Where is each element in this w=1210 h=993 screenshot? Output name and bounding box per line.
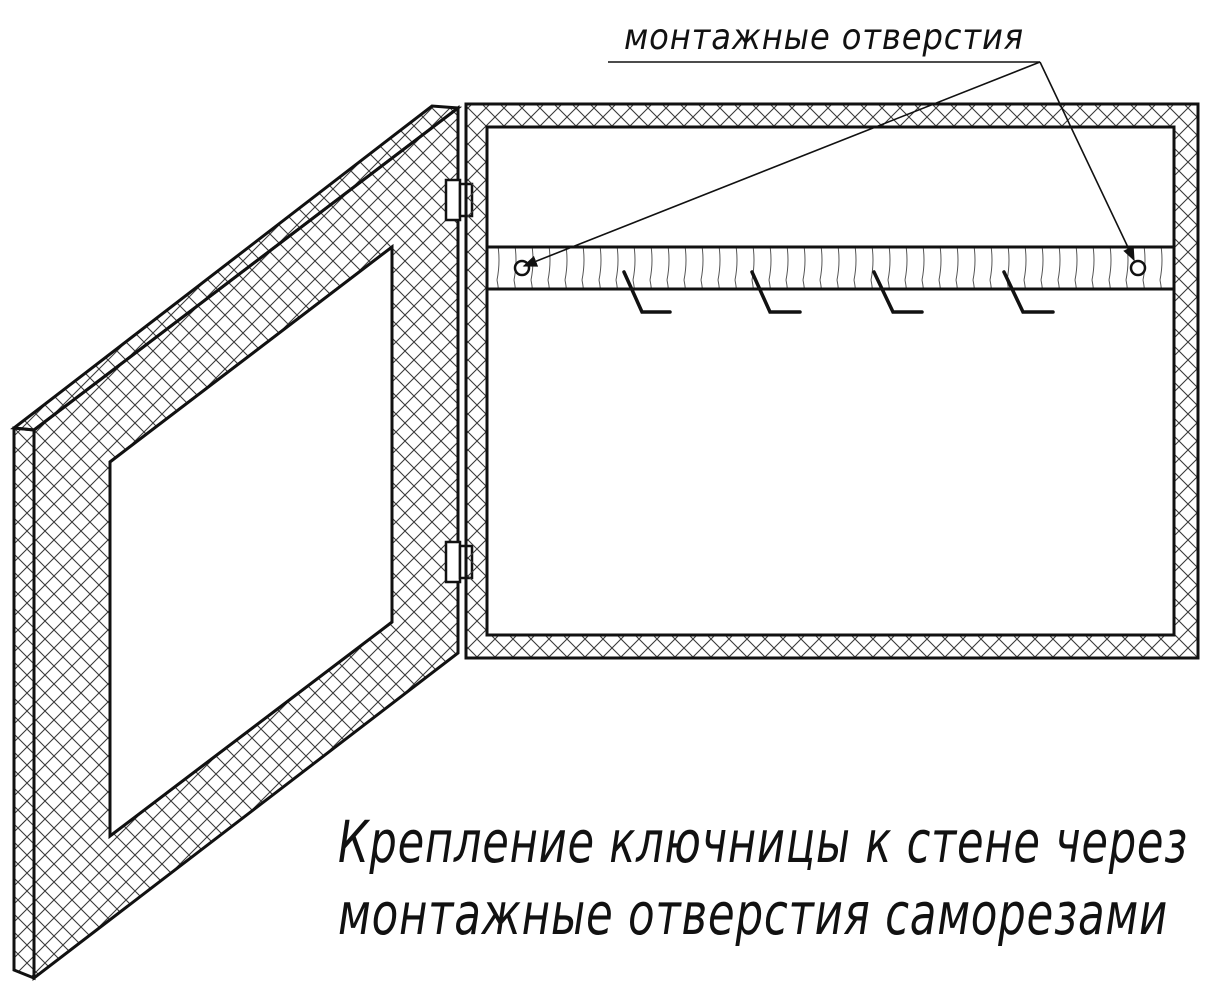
caption-line-1: Крепление ключницы к стене через: [338, 808, 1188, 876]
mounting-hole-left: [513, 259, 531, 277]
cabinet-body: [464, 102, 1200, 660]
callout-leader: [522, 61, 1135, 267]
key-hook: [750, 270, 802, 314]
mounting-hole-right: [1129, 259, 1147, 277]
caption-line-2: монтажные отверстия саморезами: [338, 880, 1168, 948]
leader-arrow-right: [1039, 61, 1135, 262]
key-hooks: [622, 270, 1055, 314]
key-rail: [485, 245, 1176, 291]
callout-label: монтажные отверстия: [624, 17, 1024, 58]
door-side-edge: [12, 426, 36, 981]
cabinet-interior: [485, 125, 1176, 637]
door-window: [108, 243, 394, 840]
key-hook: [622, 270, 672, 314]
key-hook: [872, 270, 924, 314]
key-hook: [1002, 270, 1055, 314]
door-panel: [10, 104, 463, 982]
leader-arrow-left: [522, 61, 1041, 267]
